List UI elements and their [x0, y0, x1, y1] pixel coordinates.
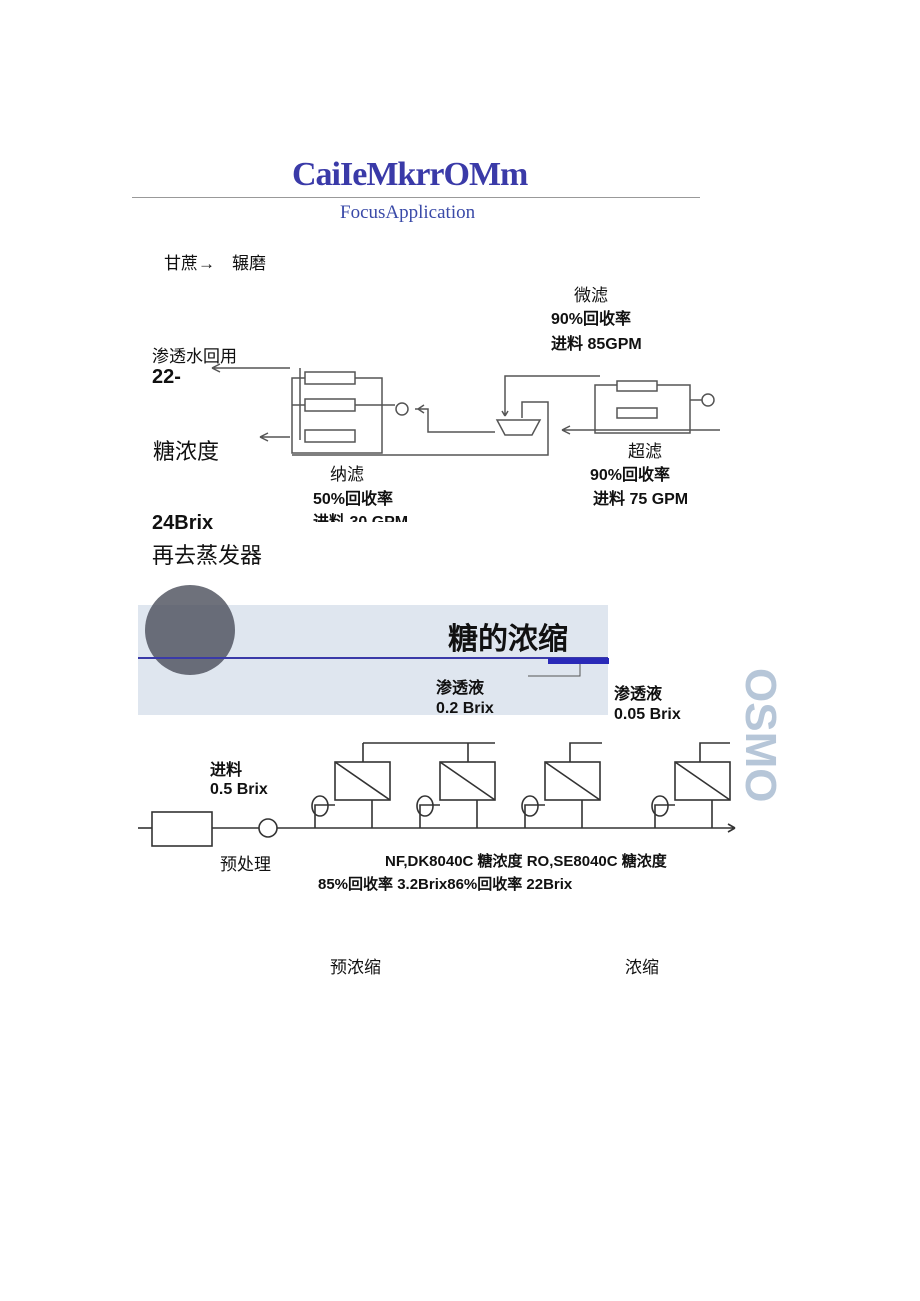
concentration-value: 22- [152, 366, 181, 388]
preconcentration-label: 预浓缩 [330, 958, 381, 977]
osmo-watermark: OSMO [736, 668, 785, 803]
uf-name: 超滤 [628, 442, 662, 461]
permeate2-value: 0.05 Brix [614, 706, 681, 723]
slide-title: 糖的浓缩 [448, 623, 568, 656]
caption-line-1: NF,DK8040C 糖浓度 RO,SE8040C 糖浓度 [385, 853, 667, 870]
permeate-reuse-label: 渗透水回用 [152, 347, 237, 366]
feed-value: 0.5 Brix [210, 781, 268, 798]
title-divider [132, 197, 700, 198]
nf-ro-flow-diagram [211, 363, 720, 456]
permeate1-value: 0.2 Brix [436, 700, 494, 717]
uf-recovery: 90%回收率 [590, 467, 671, 484]
brix-value: 24Brix [152, 512, 214, 534]
evaporator-label: 再去蒸发器 [152, 543, 263, 568]
feed-label: 进料 [210, 762, 243, 779]
nf-feed: 进料 30 GPM [313, 508, 408, 522]
caption-line-2: 85%回收率 3.2Brix86%回收率 22Brix [318, 876, 573, 893]
uf-feed: 进料 75 GPM [593, 491, 689, 508]
nf-recovery: 50%回收率 [313, 491, 394, 508]
sugar-concentration-slide [138, 585, 780, 848]
mf-name: 微滤 [574, 286, 608, 305]
nf-name: 纳滤 [330, 465, 364, 484]
mf-feed: 进料 85GPM [551, 336, 642, 353]
mf-recovery: 90%回收率 [551, 311, 632, 328]
document-title: CaiIeMkrrOMm [292, 156, 528, 193]
process-label: 甘蔗→ 辗磨 [164, 254, 266, 273]
document-subtitle: FocusApplication [340, 202, 476, 223]
concentration-label: 浓缩 [625, 958, 659, 977]
pretreatment-label: 预处理 [220, 855, 271, 874]
sugar-concentration-label: 糖浓度 [153, 439, 220, 464]
permeate1-label: 渗透液 [436, 680, 485, 697]
permeate2-label: 渗透液 [614, 686, 663, 703]
